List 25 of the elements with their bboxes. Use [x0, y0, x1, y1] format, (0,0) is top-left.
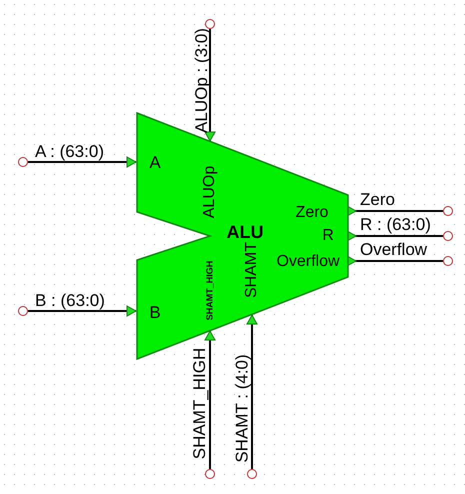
signal-wire [28, 306, 136, 316]
signal-label: B : (63:0) [35, 292, 105, 309]
signal-wire [346, 256, 443, 266]
pin-label: ALUOp [202, 166, 218, 218]
signal-wire [204, 29, 216, 142]
signal-label: SHAMT_HIGH [192, 347, 208, 459]
component-title: ALU [226, 223, 264, 241]
signal-label: SHAMT : (4:0) [234, 354, 250, 462]
pin-label: B [149, 304, 161, 320]
signal-label: A : (63:0) [35, 143, 104, 160]
signal-wire [346, 230, 443, 242]
pin-label: SHAMT [244, 242, 260, 298]
signal-label: Overflow [360, 241, 428, 258]
pin-label: R [322, 228, 334, 244]
signal-label: Zero [360, 191, 395, 208]
pin-label: SHAMT_HIGH [206, 260, 214, 320]
signal-wire [346, 206, 443, 216]
pin-label: Zero [296, 205, 328, 221]
signal-label: ALUOp : (3:0) [192, 28, 210, 132]
signal-wire [204, 330, 216, 469]
signal-wire [28, 156, 136, 168]
pin-label: Overflow [276, 254, 340, 270]
signal-wire [246, 314, 258, 469]
pin-label: A [149, 154, 161, 170]
signal-label: R : (63:0) [360, 216, 431, 233]
